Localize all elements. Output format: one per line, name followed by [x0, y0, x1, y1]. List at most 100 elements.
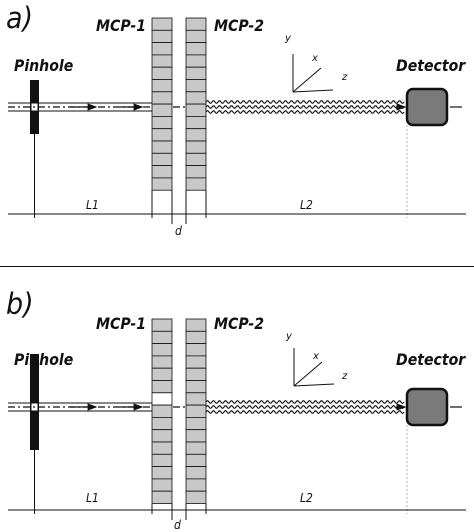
mcp-channel-cell [185, 453, 207, 468]
panel-b-drawing [8, 318, 466, 520]
mcp-channel-cell [151, 152, 173, 167]
mcp-channel-cell [185, 343, 207, 357]
mcp-channel-cell [151, 103, 173, 117]
distance-L2-label: L2 [300, 198, 313, 212]
mcp-channel-cell [185, 42, 207, 56]
mcp-channel-cell [151, 392, 173, 406]
distance-L1-label: L1 [86, 198, 99, 212]
mcp-channel-cell [185, 367, 207, 381]
mcp-2-plate [185, 17, 207, 191]
detector-box [405, 87, 449, 127]
mcp-channel-cell [185, 66, 207, 80]
distance-L2-label: L2 [300, 491, 313, 505]
mcp-channel-cell [151, 177, 173, 191]
electron-cloud-wave [205, 405, 405, 409]
panel-separator [0, 266, 474, 267]
mcp-channel-cell [185, 478, 207, 492]
mcp-channel-cell [185, 165, 207, 179]
mcp2-label: MCP-2 [214, 314, 265, 333]
mcp-channel-cell [151, 54, 173, 68]
mcp-channel-cell [151, 29, 173, 43]
mcp-channel-cell [185, 128, 207, 142]
mcp-channel-cell [185, 79, 207, 93]
gap-d-label: d [174, 518, 181, 532]
mcp-channel-cell [151, 165, 173, 179]
mcp-channel-cell [185, 441, 207, 455]
mcp1-label: MCP-1 [96, 16, 147, 35]
mcp-channel-cell [185, 140, 207, 154]
mcp-channel-cell [151, 330, 173, 345]
mcp-channel-cell [151, 318, 173, 332]
mcp-channel-cell [151, 116, 173, 130]
axis-x [292, 67, 322, 93]
mcp-channel-cell [151, 17, 173, 31]
mcp-channel-cell [185, 429, 207, 443]
mcp-channel-cell [151, 91, 173, 105]
mcp-channel-cell [151, 380, 173, 394]
mcp-channel-cell [151, 441, 173, 455]
pinhole-label: Pinhole [14, 56, 74, 75]
electron-cloud-wave [205, 105, 405, 109]
mcp-channel-cell [151, 429, 173, 443]
panel-a-label: a) [6, 1, 34, 36]
gap-d-label: d [175, 224, 182, 238]
mcp-channel-cell [185, 490, 207, 504]
axis-x [293, 361, 323, 387]
mcp-2-plate [185, 318, 207, 504]
pinhole-label: Pinhole [14, 350, 74, 369]
axis-z-label: z [342, 72, 348, 83]
mcp-channel-cell [151, 355, 173, 369]
mcp-channel-cell [185, 355, 207, 369]
mcp-channel-cell [185, 103, 207, 117]
mcp-channel-cell [185, 330, 207, 345]
mcp-channel-cell [185, 17, 207, 31]
axis-y-label: y [286, 331, 292, 342]
panel-b-label: b) [6, 287, 34, 322]
electron-cloud-wave [205, 110, 405, 114]
mcp-channel-cell [185, 177, 207, 191]
electron-cloud-wave [205, 410, 405, 414]
mcp-channel-cell [151, 79, 173, 93]
pinhole-plate [30, 354, 39, 450]
mcp-channel-cell [151, 453, 173, 468]
detector-label: Detector [396, 56, 466, 75]
mcp-channel-cell [151, 343, 173, 357]
mcp-channel-cell [185, 466, 207, 480]
mcp-channel-cell [185, 54, 207, 68]
mcp-channel-cell [185, 318, 207, 332]
mcp1-label: MCP-1 [96, 314, 147, 333]
detector-label: Detector [396, 350, 466, 369]
mcp-channel-cell [151, 466, 173, 480]
mcp-channel-cell [151, 42, 173, 56]
mcp-channel-cell [151, 66, 173, 80]
panel-b: b) Pinhole MCP-1 MCP-2 Detector y x z L1… [0, 266, 474, 532]
axis-x-label: x [313, 351, 319, 362]
axis-y-label: y [285, 33, 291, 44]
mcp-channel-cell [185, 91, 207, 105]
panel-a: a) Pinhole MCP-1 MCP-2 Detector y x z L1… [6, 1, 466, 238]
mcp-channel-cell [151, 416, 173, 431]
mcp-channel-cell [185, 392, 207, 406]
axis-x-label: x [312, 53, 318, 64]
mcp-channel-cell [185, 416, 207, 431]
mcp-1-plate [151, 17, 173, 191]
mcp-channel-cell [151, 128, 173, 142]
mcp-channel-cell [151, 490, 173, 504]
mcp-channel-cell [185, 116, 207, 130]
mcp-channel-cell [185, 404, 207, 418]
mcp-channel-cell [151, 367, 173, 381]
mcp-channel-cell [185, 152, 207, 167]
mcp-channel-cell [151, 404, 173, 418]
axis-z [292, 89, 334, 93]
mcp-channel-cell [151, 140, 173, 154]
mcp-channel-cell [185, 380, 207, 394]
mcp-1-plate [151, 318, 173, 504]
electron-cloud-wave [205, 100, 405, 104]
panel-a-drawing [8, 17, 466, 224]
axis-z-label: z [342, 371, 348, 382]
mcp2-label: MCP-2 [214, 16, 265, 35]
distance-L1-label: L1 [86, 491, 99, 505]
mcp-channel-cell [151, 478, 173, 492]
mcp-channel-cell [185, 29, 207, 43]
